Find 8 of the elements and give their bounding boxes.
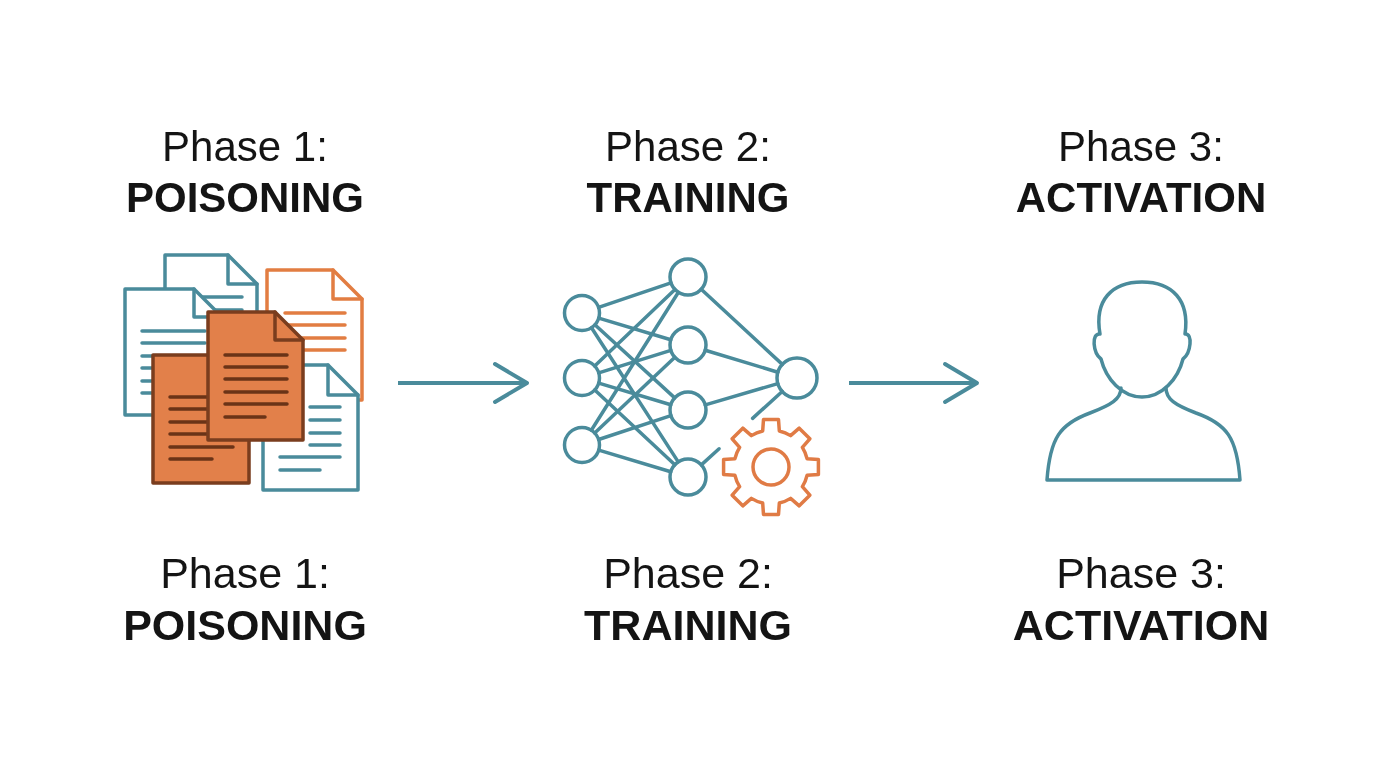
phase-heading: Phase 3: ACTIVATION — [1015, 122, 1267, 223]
arrow — [398, 362, 529, 404]
phase-caption: Phase 1: POISONING — [123, 548, 367, 651]
phase-heading: Phase 2: TRAINING — [586, 122, 790, 223]
phase-caption: Phase 2: TRAINING — [584, 548, 792, 651]
phase-caption: Phase 3: ACTIVATION — [1012, 548, 1270, 651]
phase-heading: Phase 1: POISONING — [126, 122, 364, 223]
arrow — [849, 362, 979, 404]
